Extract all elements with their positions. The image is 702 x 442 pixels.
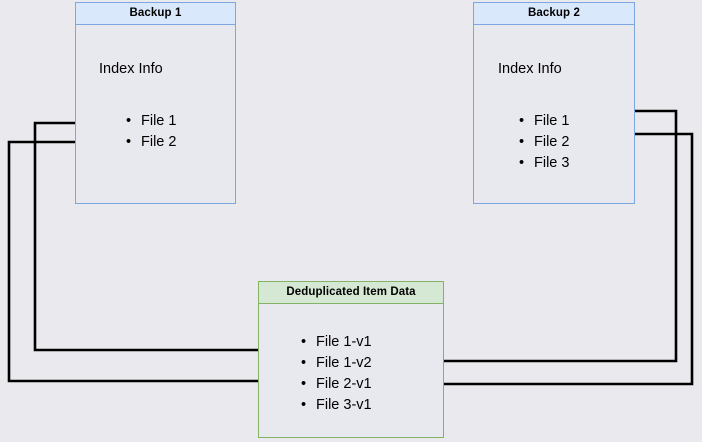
list-item: File 3-v1 [301,395,372,416]
list-item: File 2 [126,132,176,153]
node-backup-2[interactable]: Backup 2 Index Info File 1 File 2 File 3 [473,2,635,204]
list-item: File 1 [519,111,569,132]
node-deduplicated-item-data-body: File 1-v1 File 1-v2 File 2-v1 File 3-v1 [259,304,443,437]
list-item: File 1-v2 [301,353,372,374]
list-item: File 2 [519,132,569,153]
list-item: File 1-v1 [301,332,372,353]
node-backup-2-title: Backup 2 [474,3,634,25]
backup-1-file-list: File 1 File 2 [126,111,176,153]
node-backup-1[interactable]: Backup 1 Index Info File 1 File 2 [75,2,236,204]
backup-2-index-label: Index Info [498,61,562,77]
node-deduplicated-item-data[interactable]: Deduplicated Item Data File 1-v1 File 1-… [258,281,444,438]
node-backup-1-title: Backup 1 [76,3,235,25]
backup-1-index-label: Index Info [99,61,163,77]
list-item: File 1 [126,111,176,132]
list-item: File 2-v1 [301,374,372,395]
node-deduplicated-item-data-title: Deduplicated Item Data [259,282,443,304]
dedup-file-list: File 1-v1 File 1-v2 File 2-v1 File 3-v1 [301,332,372,416]
node-backup-2-body: Index Info File 1 File 2 File 3 [474,25,634,203]
backup-2-file-list: File 1 File 2 File 3 [519,111,569,174]
node-backup-1-body: Index Info File 1 File 2 [76,25,235,203]
list-item: File 3 [519,153,569,174]
